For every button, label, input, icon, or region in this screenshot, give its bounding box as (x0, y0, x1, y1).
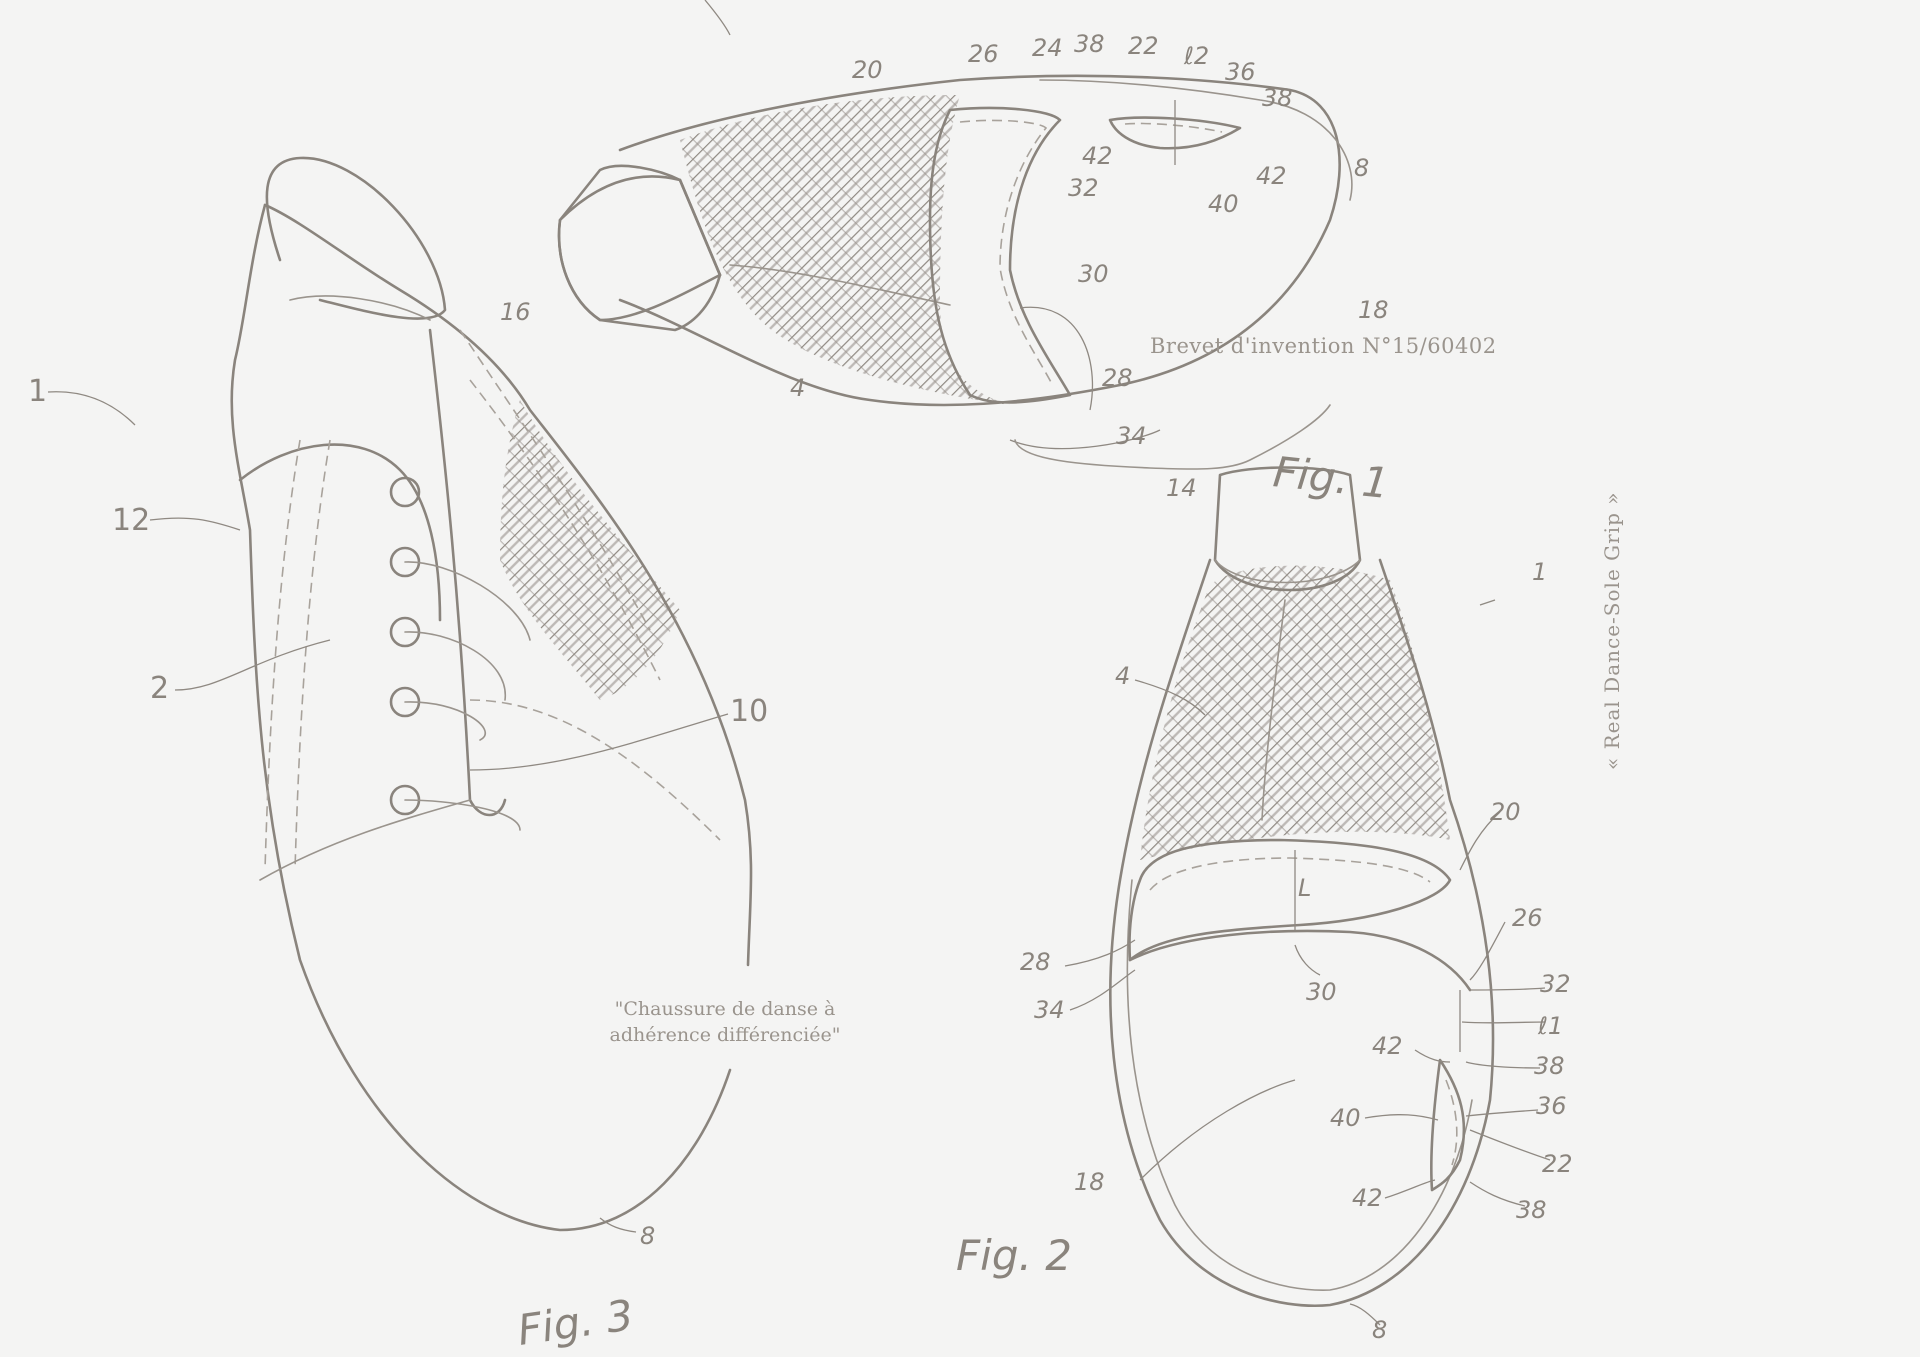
fig2-ref-18: 18 (1074, 1168, 1105, 1196)
fig3-eyelets (389, 476, 421, 816)
fig3-lace-crossings (404, 561, 531, 831)
fig1-ref-4: 4 (790, 374, 805, 402)
fig1-ref-16: 16 (500, 298, 531, 326)
fig1-ref-8: 8 (1354, 154, 1369, 182)
fig2-ref-34: 34 (1034, 996, 1065, 1024)
fig3-ref-10: 10 (730, 694, 768, 729)
fig1-shank-seam (729, 264, 951, 306)
fig3-stitch-5 (469, 699, 721, 841)
fig1-ref-38a: 38 (1074, 30, 1105, 58)
fig2-sole-outline (1109, 558, 1495, 1307)
fig1-ref-34: 34 (1116, 422, 1147, 450)
patent-number: Brevet d'invention N°15/60402 (1150, 334, 1497, 358)
fig3-ref-12: 12 (112, 503, 150, 538)
fig1-ref-18: 18 (1358, 296, 1389, 324)
fig1-ref-30: 30 (1078, 260, 1109, 288)
fig2-ref-20: 20 (1490, 798, 1521, 826)
fig2-toe-insert (1429, 1058, 1466, 1192)
fig1-mesh-shank (680, 95, 1010, 405)
fig2-ref-32: 32 (1540, 970, 1571, 998)
fig3-stitch-1 (264, 439, 301, 871)
figure-2-sole: 1 4 20 L 26 28 32 30 34 ℓ1 42 38 40 36 2… (956, 466, 1573, 1344)
fig1-ref-26: 26 (968, 40, 999, 68)
fig2-ref-30: 30 (1306, 978, 1337, 1006)
fig2-ref-4: 4 (1115, 662, 1130, 690)
fig1-insert-stitch (1124, 122, 1223, 133)
fig2-ref-22: 22 (1542, 1150, 1573, 1178)
fig3-shoe-outline (230, 203, 732, 1232)
fig1-ref-38b: 38 (1262, 84, 1293, 112)
fig1-label: Fig. 1 (1271, 447, 1391, 508)
fig1-ref-28: 28 (1102, 364, 1133, 392)
fig3-vamp-seam (259, 799, 471, 881)
fig3-ref-1: 1 (28, 374, 47, 409)
brand-name: « Real Dance-Sole Grip » (1600, 491, 1624, 770)
fig3-shoe-upper-edge (263, 203, 753, 967)
fig3-mesh-panel (500, 400, 680, 700)
fig3-lace-top (238, 443, 442, 622)
fig3-stitch-3 (459, 329, 651, 631)
invention-title: "Chaussure de danse à adhérence différen… (609, 998, 841, 1046)
fig2-heel-face (1214, 559, 1361, 584)
fig1-ref-24: 24 (1032, 34, 1063, 62)
fig1-ref-22: 22 (1128, 32, 1159, 60)
fig2-patch-front-edge (1128, 929, 1472, 992)
fig3-tongue-edge (428, 328, 507, 817)
fig3-stitch-2 (294, 439, 331, 871)
fig1-ref-42b: 42 (1256, 162, 1287, 190)
fig2-ref-28: 28 (1020, 948, 1051, 976)
fig2-insert-stitch (1445, 1079, 1458, 1166)
fig1-forefoot-patch (928, 106, 1072, 404)
fig2-shank-seam (1261, 599, 1286, 821)
fig2-ref-38b: 38 (1516, 1196, 1547, 1224)
fig2-ref-42b: 42 (1352, 1184, 1383, 1212)
fig3-ref-8: 8 (640, 1222, 655, 1250)
fig3-stitch-4 (469, 379, 661, 681)
fig1-heel-face (557, 175, 722, 322)
fig2-label: Fig. 2 (956, 1231, 1072, 1280)
fig2-ref-42a: 42 (1372, 1032, 1403, 1060)
fig2-ref-1: 1 (1532, 558, 1547, 586)
fig1-ref-36: 36 (1225, 58, 1256, 86)
fig2-ref-L: L (1298, 874, 1311, 902)
figure-1-sole: 20 26 24 38 22 ℓ2 36 38 42 32 42 40 8 16… (500, 30, 1391, 508)
fig2-ref-40: 40 (1330, 1104, 1361, 1132)
fig1-bracket-14 (1014, 404, 1331, 470)
fig2-patch-stitch (1149, 857, 1431, 891)
fig2-ref-26: 26 (1512, 904, 1543, 932)
fig1-sole-outline (618, 74, 1341, 407)
fig1-sole-outer-edge (1039, 79, 1353, 201)
fig1-ref-l2: ℓ2 (1183, 42, 1209, 70)
fig1-toe-insert (1108, 116, 1242, 150)
fig2-sole-inner-edge (1126, 879, 1473, 1291)
top-arrow (704, 0, 731, 36)
fig3-label: Fig. 3 (515, 1290, 637, 1355)
fig1-patch-stitch (959, 119, 1053, 385)
figure-3-shoe: 1 12 2 10 8 Fig. 3 (28, 156, 768, 1355)
fig2-ref-8: 8 (1372, 1316, 1387, 1344)
fig2-ref-36: 36 (1536, 1092, 1567, 1120)
fig3-lace-loop (289, 295, 431, 321)
fig1-ref-14: 14 (1166, 474, 1197, 502)
fig3-ref-2: 2 (150, 671, 169, 706)
fig1-ref-40: 40 (1208, 190, 1239, 218)
fig2-ref-l1: ℓ1 (1537, 1012, 1563, 1040)
fig3-heel-collar (265, 156, 447, 320)
fig2-mesh-shank (1140, 565, 1450, 860)
fig1-heel-front (678, 178, 722, 277)
fig2-ref-38a: 38 (1534, 1052, 1565, 1080)
fig1-ref-20: 20 (852, 56, 883, 84)
fig1-ref-32: 32 (1068, 174, 1099, 202)
fig1-ref-42a: 42 (1082, 142, 1113, 170)
